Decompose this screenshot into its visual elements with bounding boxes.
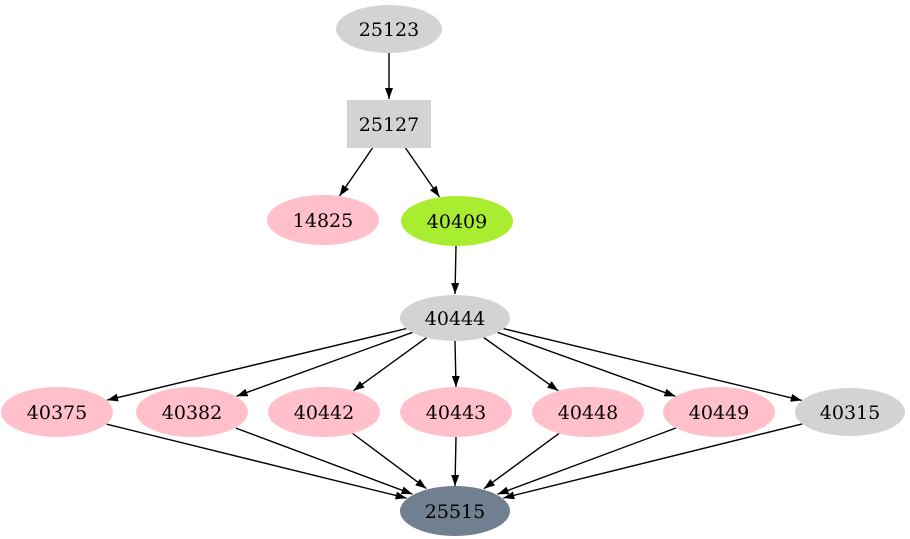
node-14825-label: 14825 [293, 210, 353, 232]
node-40382: 40382 [136, 387, 248, 437]
node-40448-label: 40448 [558, 402, 618, 424]
edge-40444-40442 [352, 337, 428, 392]
node-40443-shape [400, 387, 512, 437]
edge-40444-40443 [451, 340, 460, 388]
edge-40448-25515 [483, 432, 560, 490]
node-layer: 25123 25127 14825 40409 40444 40375 [1, 5, 905, 536]
node-25127: 25127 [347, 100, 431, 148]
node-40375-shape [1, 387, 113, 437]
edge-40315-25515 [503, 423, 803, 500]
node-40382-label: 40382 [162, 402, 222, 424]
node-40442: 40442 [268, 387, 380, 437]
node-40449: 40449 [663, 387, 775, 437]
node-25123-shape [336, 5, 442, 53]
edge-25127-40409 [404, 147, 441, 198]
edge-40382-25515 [235, 427, 413, 495]
edge-40444-40315 [503, 327, 802, 402]
edge-layer [106, 53, 803, 500]
node-40382-shape [136, 387, 248, 437]
node-25127-label: 25127 [359, 114, 419, 136]
node-25123-label: 25123 [359, 19, 419, 41]
node-25515-label: 25515 [425, 501, 485, 523]
node-40409-shape [401, 196, 513, 246]
node-25515-shape [400, 486, 510, 536]
edge-40443-25515 [451, 436, 460, 487]
node-40375-label: 40375 [27, 402, 87, 424]
edge-40444-40375 [106, 327, 407, 402]
edge-40444-40382 [236, 331, 413, 397]
edge-40442-25515 [352, 432, 427, 490]
node-40409-label: 40409 [427, 211, 487, 233]
node-25515: 25515 [400, 486, 510, 536]
edge-40444-40448 [483, 336, 559, 392]
node-40444-shape [400, 295, 510, 341]
node-40448: 40448 [532, 387, 644, 437]
node-40442-label: 40442 [294, 402, 354, 424]
node-40315-label: 40315 [820, 402, 880, 424]
node-25127-shape [347, 100, 431, 148]
node-14825: 14825 [267, 195, 379, 245]
node-40449-label: 40449 [689, 402, 749, 424]
edge-40409-40444 [451, 245, 460, 295]
node-40448-shape [532, 387, 644, 437]
node-40409: 40409 [401, 196, 513, 246]
node-14825-shape [267, 195, 379, 245]
node-40443: 40443 [400, 387, 512, 437]
node-40449-shape [663, 387, 775, 437]
edge-25127-14825 [338, 147, 374, 197]
node-40442-shape [268, 387, 380, 437]
edge-40375-25515 [106, 423, 407, 500]
node-25123: 25123 [336, 5, 442, 53]
node-40375: 40375 [1, 387, 113, 437]
node-40444-label: 40444 [425, 308, 485, 330]
node-40444: 40444 [400, 295, 510, 341]
node-40315: 40315 [795, 388, 905, 436]
edge-40444-40449 [497, 331, 676, 397]
edge-40449-25515 [497, 427, 677, 495]
node-40443-label: 40443 [426, 402, 486, 424]
node-40315-shape [795, 388, 905, 436]
